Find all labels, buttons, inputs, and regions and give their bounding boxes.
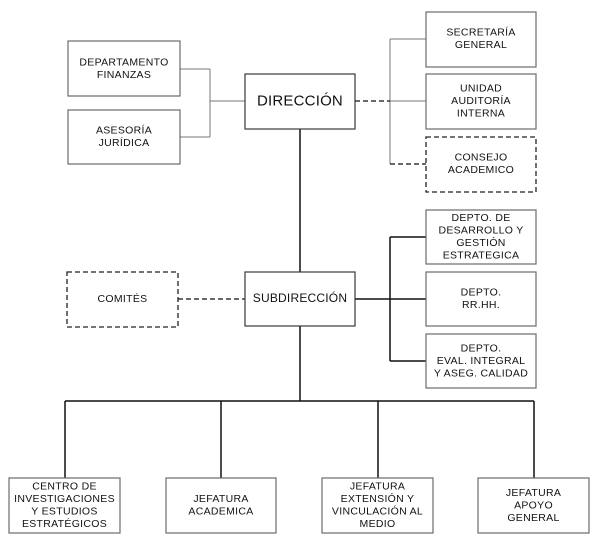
jef-academica-line: ACADEMICA (188, 506, 253, 518)
centro-line: CENTRO DE (32, 481, 97, 493)
secretaria-line: GENERAL (455, 39, 507, 51)
jef-extension-line: VINCULACIÓN AL (332, 505, 423, 518)
jef-extension-line: MEDIO (360, 518, 396, 530)
desarrollo-line: DESARROLLO Y (438, 225, 523, 237)
jef-extension-line: EXTENSIÓN Y (341, 492, 415, 505)
label-comites: COMITÉS (98, 292, 148, 305)
comites-line: COMITÉS (98, 292, 148, 305)
rrhh-line: DEPTO. (461, 287, 502, 299)
dep-finanzas-line: DEPARTAMENTO (79, 57, 168, 69)
box-direccion: DIRECCIÓN (244, 73, 356, 130)
evaluacion-line: EVAL. INTEGRAL (437, 355, 526, 367)
jef-apoyo-line: GENERAL (507, 512, 559, 524)
evaluacion-line: Y ASEG. CALIDAD (434, 367, 528, 379)
desarrollo-line: DEPTO. DE (451, 212, 510, 224)
auditoria-line: UNIDAD (460, 82, 502, 94)
jef-extension-line: JEFATURA (350, 481, 405, 493)
evaluacion-line: DEPTO. (461, 342, 502, 354)
dep-finanzas-line: FINANZAS (97, 69, 151, 81)
jef-apoyo-line: APOYO (514, 499, 553, 511)
secretaria-line: SECRETARÍA (446, 26, 515, 39)
consejo-line: ACADEMICO (448, 164, 514, 176)
subdireccion-line: SUBDIRECCIÓN (253, 290, 347, 305)
box-subdireccion: SUBDIRECCIÓN (244, 271, 356, 327)
centro-line: ESTRATÉGICOS (22, 517, 107, 530)
box-rrhh: DEPTO.RR.HH. (425, 271, 537, 327)
rrhh-line: RR.HH. (462, 299, 500, 311)
desarrollo-line: GESTIÓN (456, 236, 505, 249)
box-comites: COMITÉS (66, 271, 179, 328)
desarrollo-line: ESTRATEGICA (443, 250, 520, 262)
label-rrhh: DEPTO.RR.HH. (461, 287, 502, 312)
consejo-line: CONSEJO (455, 152, 508, 164)
direccion-line: DIRECCIÓN (257, 92, 343, 109)
label-subdireccion: SUBDIRECCIÓN (253, 290, 347, 305)
jef-academica-line: JEFATURA (193, 493, 248, 505)
auditoria-line: AUDITORÍA (451, 94, 511, 107)
label-direccion: DIRECCIÓN (257, 92, 343, 109)
asesoria-line: JURÍDICA (99, 136, 150, 149)
auditoria-line: INTERNA (457, 107, 505, 119)
jef-apoyo-line: JEFATURA (506, 487, 561, 499)
connectors (64, 38, 535, 478)
centro-line: INVESTIGACIONES (14, 493, 115, 505)
centro-line: Y ESTUDIOS (31, 506, 97, 518)
asesoria-line: ASESORÍA (96, 124, 152, 137)
